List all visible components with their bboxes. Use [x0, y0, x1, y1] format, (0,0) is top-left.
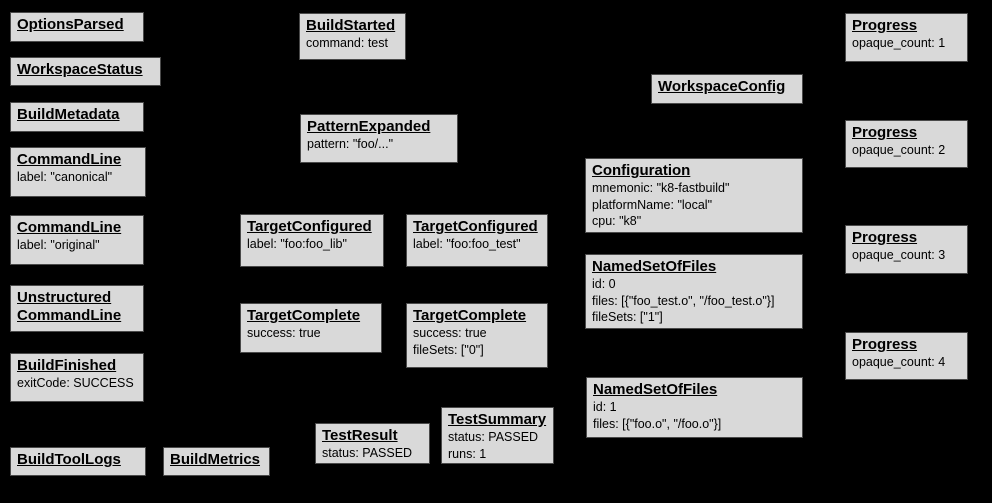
node-command-line-canonical: CommandLine label: "canonical" — [10, 147, 146, 197]
node-attribute: label: "foo:foo_test" — [413, 237, 521, 252]
node-attribute: runs: 1 — [448, 446, 487, 461]
node-command-line-original: CommandLine label: "original" — [10, 215, 144, 265]
node-attribute: opaque_count: 4 — [852, 355, 946, 370]
node-attribute: id: 1 — [593, 400, 617, 415]
node-title: BuildFinished — [17, 357, 117, 374]
node-attribute: files: [{"foo.o", "/foo.o"}] — [593, 416, 722, 431]
node-title: WorkspaceStatus — [17, 61, 143, 78]
node-target-complete-foo-lib: TargetComplete success: true — [240, 303, 382, 353]
node-title: WorkspaceConfig — [658, 78, 786, 95]
node-title: NamedSetOfFiles — [592, 258, 717, 275]
node-attribute: label: "foo:foo_lib" — [247, 237, 347, 252]
node-attribute: opaque_count: 1 — [852, 36, 946, 51]
node-attribute: status: PASSED — [448, 430, 539, 445]
node-pattern-expanded: PatternExpanded pattern: "foo/..." — [300, 114, 458, 163]
node-attribute: opaque_count: 2 — [852, 143, 946, 158]
node-named-set-of-files-1: NamedSetOfFiles id: 1 files: [{"foo.o", … — [586, 377, 803, 438]
node-attribute: exitCode: SUCCESS — [17, 376, 134, 391]
node-attribute: success: true — [247, 326, 321, 341]
node-workspace-status: WorkspaceStatus — [10, 57, 161, 86]
node-attribute: label: "original" — [17, 238, 100, 253]
node-attribute: label: "canonical" — [17, 170, 113, 185]
node-progress-4: Progress opaque_count: 4 — [845, 332, 968, 380]
node-options-parsed: OptionsParsed — [10, 12, 144, 42]
node-attribute: command: test — [306, 36, 388, 51]
node-attribute: pattern: "foo/..." — [307, 137, 394, 152]
node-title: BuildStarted — [306, 17, 396, 34]
node-attribute: files: [{"foo_test.o", "/foo_test.o"}] — [592, 293, 775, 308]
node-title: BuildToolLogs — [17, 451, 121, 468]
node-title: TargetComplete — [247, 307, 361, 324]
node-attribute: fileSets: ["0"] — [413, 342, 484, 357]
node-unstructured-command-line: Unstructured CommandLine — [10, 285, 144, 332]
node-attribute: success: true — [413, 326, 487, 341]
node-target-complete-foo-test: TargetComplete success: true fileSets: [… — [406, 303, 548, 368]
node-title: TestSummary — [448, 411, 547, 428]
node-configuration: Configuration mnemonic: "k8-fastbuild" p… — [585, 158, 803, 233]
node-attribute: platformName: "local" — [592, 197, 713, 212]
node-title: CommandLine — [17, 219, 122, 236]
node-build-finished: BuildFinished exitCode: SUCCESS — [10, 353, 144, 402]
node-title: Unstructured CommandLine — [17, 289, 122, 325]
node-target-configured-foo-test: TargetConfigured label: "foo:foo_test" — [406, 214, 548, 267]
node-title: Configuration — [592, 162, 691, 179]
node-title: Progress — [852, 336, 918, 353]
node-attribute: status: PASSED — [322, 446, 413, 461]
node-progress-1: Progress opaque_count: 1 — [845, 13, 968, 62]
node-title: Progress — [852, 124, 918, 141]
node-build-metrics: BuildMetrics — [163, 447, 270, 476]
node-build-metadata: BuildMetadata — [10, 102, 144, 132]
node-build-tool-logs: BuildToolLogs — [10, 447, 146, 476]
node-title: OptionsParsed — [17, 16, 124, 33]
node-title: NamedSetOfFiles — [593, 381, 718, 398]
node-attribute: id: 0 — [592, 277, 616, 292]
node-progress-3: Progress opaque_count: 3 — [845, 225, 968, 274]
node-named-set-of-files-0: NamedSetOfFiles id: 0 files: [{"foo_test… — [585, 254, 803, 329]
node-attribute: mnemonic: "k8-fastbuild" — [592, 181, 730, 196]
node-attribute: fileSets: ["1"] — [592, 309, 663, 324]
node-title: CommandLine — [17, 151, 122, 168]
node-test-summary: TestSummary status: PASSED runs: 1 — [441, 407, 554, 464]
node-workspace-config: WorkspaceConfig — [651, 74, 803, 104]
node-title: BuildMetrics — [170, 451, 261, 468]
node-build-started: BuildStarted command: test — [299, 13, 406, 60]
node-title: TestResult — [322, 427, 398, 444]
node-title: Progress — [852, 17, 918, 34]
node-target-configured-foo-lib: TargetConfigured label: "foo:foo_lib" — [240, 214, 384, 267]
node-attribute: opaque_count: 3 — [852, 248, 946, 263]
node-attribute: cpu: "k8" — [592, 213, 642, 228]
node-test-result: TestResult status: PASSED — [315, 423, 430, 464]
node-title: PatternExpanded — [307, 118, 431, 135]
node-title: BuildMetadata — [17, 106, 120, 123]
node-title: Progress — [852, 229, 918, 246]
node-title: TargetConfigured — [413, 218, 538, 235]
node-title: TargetComplete — [413, 307, 527, 324]
node-title: TargetConfigured — [247, 218, 372, 235]
node-progress-2: Progress opaque_count: 2 — [845, 120, 968, 168]
